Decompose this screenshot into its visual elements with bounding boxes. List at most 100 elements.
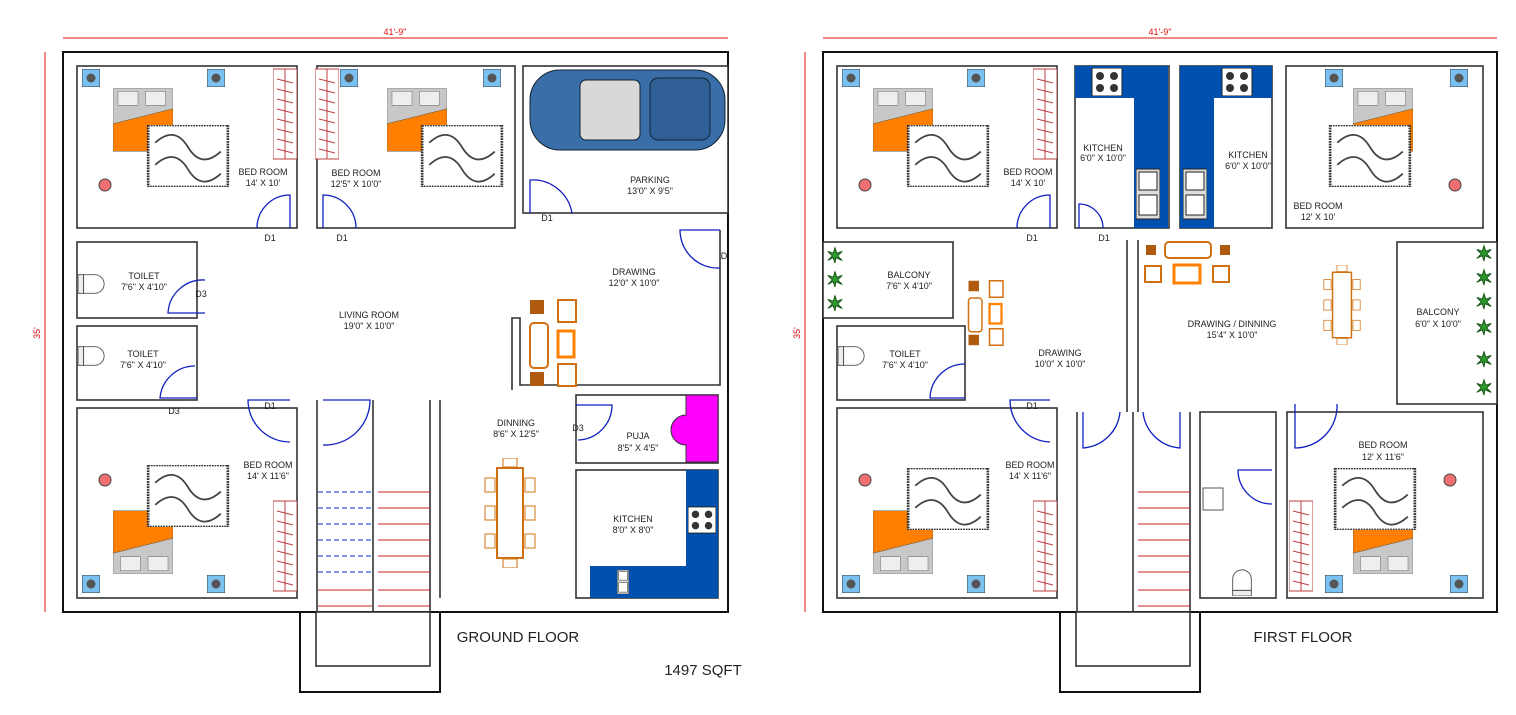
- ground-floor-title: GROUND FLOOR: [457, 629, 580, 646]
- door-tag: D1: [1098, 233, 1110, 243]
- toilet-icon: [838, 346, 865, 366]
- side-table-icon: [1450, 69, 1468, 87]
- svg-text:6'0" X 10'0": 6'0" X 10'0": [1225, 161, 1271, 171]
- depth-dimension-label: 35': [32, 327, 42, 339]
- ground-floor-plan: 41'-9" 35': [32, 27, 742, 693]
- door-arc[interactable]: [929, 363, 966, 399]
- first-stair-landing: [1075, 611, 1191, 667]
- door-arc[interactable]: [1016, 194, 1051, 229]
- svg-text:BED ROOM: BED ROOM: [1358, 440, 1407, 450]
- svg-text:12'0" X 10'0": 12'0" X 10'0": [609, 278, 660, 288]
- svg-text:KITCHEN: KITCHEN: [1228, 150, 1268, 160]
- svg-text:7'6" X 4'10": 7'6" X 4'10": [886, 281, 932, 291]
- toilet-icon: [78, 346, 105, 366]
- wardrobe-icon: [1033, 500, 1057, 592]
- door-arc[interactable]: [159, 365, 197, 399]
- side-table-icon: [842, 575, 860, 593]
- stove-icon: [1091, 68, 1123, 96]
- door-arc[interactable]: [256, 194, 291, 229]
- plant-pot-icon: [858, 473, 872, 487]
- door-arc[interactable]: [322, 399, 371, 446]
- sofa-set-icon: [1144, 241, 1230, 285]
- width-dimension-label: 41'-9": [384, 27, 407, 37]
- wardrobe-icon: [1033, 68, 1057, 160]
- svg-text:10'0" X 10'0": 10'0" X 10'0": [1035, 359, 1086, 369]
- svg-text:KITCHEN: KITCHEN: [1083, 143, 1123, 153]
- toilet-icon: [78, 274, 105, 294]
- sink-icon: [616, 570, 630, 594]
- door-arc[interactable]: [529, 179, 573, 214]
- door-tag: D1: [1026, 233, 1038, 243]
- svg-text:8'0" X 8'0": 8'0" X 8'0": [613, 525, 654, 535]
- door-tag: D3: [168, 406, 180, 416]
- side-table-icon: [483, 69, 501, 87]
- svg-text:15'4" X 10'0": 15'4" X 10'0": [1207, 330, 1258, 340]
- svg-text:14' X 11'6": 14' X 11'6": [247, 471, 289, 481]
- door-arc[interactable]: [167, 279, 206, 314]
- svg-text:DINNING: DINNING: [497, 418, 535, 428]
- side-table-icon: [207, 575, 225, 593]
- door-tag: D3: [195, 289, 207, 299]
- svg-text:7'6" X 4'10": 7'6" X 4'10": [882, 360, 928, 370]
- svg-text:TOILET: TOILET: [889, 349, 921, 359]
- rug-icon: [146, 125, 230, 187]
- side-table-icon: [82, 69, 100, 87]
- toilet-icon: [1232, 569, 1252, 596]
- door-arc[interactable]: [1082, 411, 1121, 449]
- plant-pot-icon: [98, 178, 112, 192]
- side-table-icon: [82, 575, 100, 593]
- svg-text:6'0" X 10'0": 6'0" X 10'0": [1415, 319, 1461, 329]
- svg-text:BED ROOM: BED ROOM: [1005, 460, 1054, 470]
- side-table-icon: [207, 69, 225, 87]
- side-table-icon: [1450, 575, 1468, 593]
- svg-text:LIVING ROOM: LIVING ROOM: [339, 310, 399, 320]
- wardrobe-icon: [1289, 500, 1313, 592]
- door-arc[interactable]: [247, 399, 291, 443]
- door-arc[interactable]: [1078, 203, 1104, 229]
- plant-pot-icon: [858, 178, 872, 192]
- door-arc[interactable]: [576, 404, 613, 441]
- svg-text:7'6" X 4'10": 7'6" X 4'10": [121, 282, 167, 292]
- wardrobe-icon: [315, 68, 339, 160]
- side-table-icon: [842, 69, 860, 87]
- wardrobe-icon: [273, 68, 297, 160]
- ground-stairs: [318, 491, 430, 607]
- rug-icon: [906, 468, 990, 530]
- side-table-icon: [967, 575, 985, 593]
- svg-text:8'5" X 4'5": 8'5" X 4'5": [618, 443, 659, 453]
- door-arc[interactable]: [322, 194, 357, 229]
- door-arc[interactable]: [1237, 469, 1273, 505]
- svg-text:8'6" X 12'5": 8'6" X 12'5": [493, 429, 539, 439]
- width-dimension-label: 41'-9": [1149, 27, 1172, 37]
- ground-stair-landing: [315, 611, 431, 667]
- rug-icon: [906, 125, 990, 187]
- sink-icon: [1183, 168, 1207, 220]
- door-arc[interactable]: [1009, 399, 1051, 443]
- door-arc[interactable]: [1142, 411, 1181, 449]
- door-arc[interactable]: [679, 229, 721, 269]
- rug-icon: [146, 465, 230, 527]
- stove-icon: [1221, 68, 1253, 96]
- plant-pot-icon: [1448, 178, 1462, 192]
- door-tag: D1: [541, 213, 553, 223]
- door-arc[interactable]: [1294, 403, 1338, 449]
- rug-icon: [1328, 125, 1412, 187]
- sink-icon: [1136, 168, 1160, 220]
- svg-text:PARKING: PARKING: [630, 175, 670, 185]
- door-tag: D: [721, 251, 728, 261]
- svg-text:BED ROOM: BED ROOM: [331, 168, 380, 178]
- svg-text:BED ROOM: BED ROOM: [238, 167, 287, 177]
- plant-pot-icon: [1443, 473, 1457, 487]
- svg-text:14' X 11'6": 14' X 11'6": [1009, 471, 1051, 481]
- first-balcony-2: [1396, 241, 1498, 405]
- door-tag: D1: [336, 233, 348, 243]
- side-table-icon: [340, 69, 358, 87]
